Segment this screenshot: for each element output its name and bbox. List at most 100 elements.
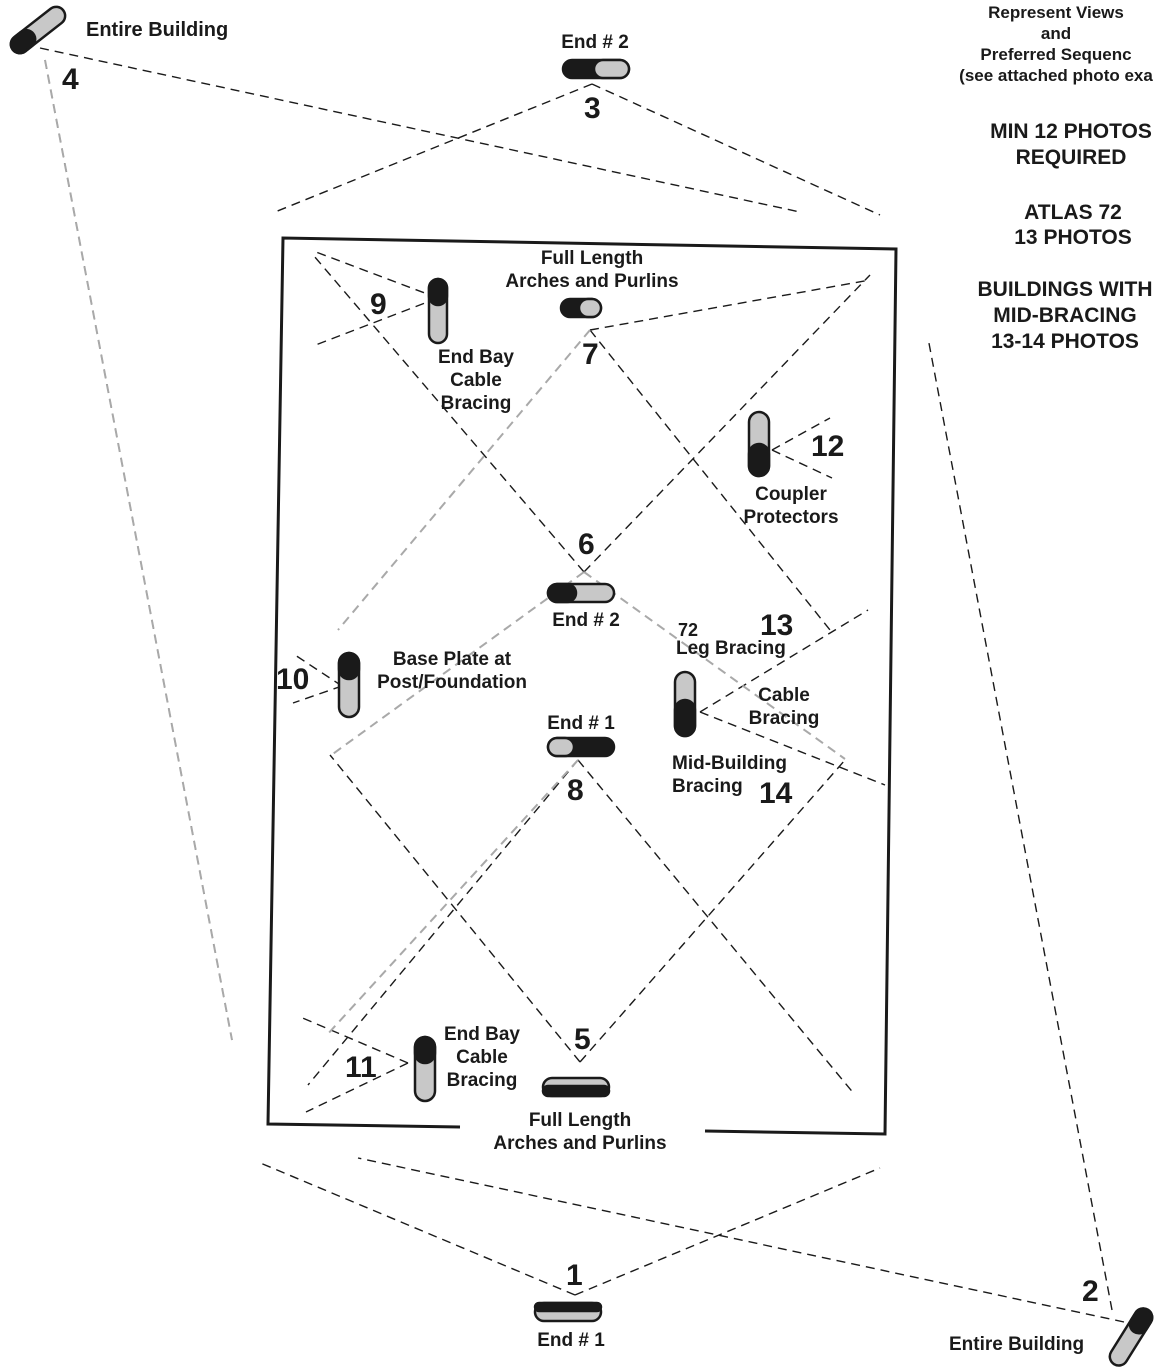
view-line-light — [337, 329, 591, 631]
camera-icon — [747, 410, 771, 478]
view-line — [305, 1062, 409, 1113]
view-line — [257, 1161, 576, 1296]
shot-2-number: 2 — [1082, 1275, 1099, 1308]
shot-12-label: Coupler Protectors — [721, 483, 861, 529]
view-line — [591, 83, 881, 216]
shot-14-label-line: Bracing — [748, 708, 820, 729]
camera-icon — [1108, 1307, 1154, 1367]
shot-11-label: End Bay Cable Bracing — [422, 1023, 542, 1092]
camera-icon — [546, 582, 616, 604]
view-line — [329, 754, 581, 1063]
camera-icon — [673, 670, 697, 738]
mid-bracing-line: BUILDINGS WITH — [977, 278, 1153, 301]
shot-14-label-2: Mid-Building Bracing — [672, 752, 787, 798]
shot-7-label-line: Arches and Purlins — [505, 271, 679, 292]
camera-icon — [541, 1076, 611, 1098]
atlas-line: ATLAS 72 — [1024, 201, 1122, 224]
view-line — [927, 337, 1113, 1311]
shot-14-label-line: Cable — [758, 685, 810, 706]
shot-4-label: Entire Building — [86, 19, 229, 41]
mid-bracing-line: 13-14 PHOTOS — [991, 330, 1139, 353]
shot-11-label-line: Bracing — [446, 1070, 518, 1091]
atlas-line: 13 PHOTOS — [1014, 226, 1132, 249]
views-note-line: and — [1040, 24, 1072, 43]
shot-12-label-line: Coupler — [755, 484, 827, 505]
camera-icon — [413, 1035, 437, 1103]
shot-9-label-line: Bracing — [440, 393, 512, 414]
view-line-light — [44, 59, 233, 1041]
shot-14-label-2-line: Bracing — [672, 776, 743, 797]
view-line — [699, 609, 869, 713]
shot-7-number: 7 — [582, 338, 599, 371]
cameras — [9, 5, 1154, 1367]
views-note-line: Preferred Sequenc — [980, 45, 1132, 64]
shot-13-number: 13 — [760, 609, 794, 642]
shot-10-label-line: Post/Foundation — [377, 672, 527, 693]
shot-11-label-line: Cable — [456, 1047, 508, 1068]
views-note-line: Represent Views — [988, 3, 1124, 22]
building-outline — [266, 236, 898, 1136]
shot-7-label: Full Length Arches and Purlins — [482, 247, 702, 293]
camera-icon — [561, 58, 631, 80]
camera-icon — [546, 736, 616, 758]
view-line — [771, 449, 833, 479]
camera-icon — [559, 297, 603, 319]
view-line — [579, 759, 846, 1063]
shot-5-label: Full Length Arches and Purlins — [470, 1109, 690, 1155]
view-line — [313, 255, 585, 573]
view-line — [315, 251, 439, 299]
views-note-line: (see attached photo exa — [959, 66, 1153, 85]
shot-9-label-line: Cable — [450, 370, 502, 391]
shot-1-label: End # 1 — [537, 1330, 605, 1351]
view-line — [357, 1157, 1125, 1323]
view-line — [274, 83, 593, 213]
shot-10-label: Base Plate at Post/Foundation — [362, 648, 542, 694]
view-line-light — [583, 571, 846, 760]
shot-9-label-line: End Bay — [437, 347, 515, 368]
shot-14-label: Cable Bracing — [729, 684, 839, 730]
shot-14-label-2-line: Mid-Building — [672, 753, 788, 774]
mid-bracing-note: BUILDINGS WITH MID-BRACING 13-14 PHOTOS — [965, 277, 1154, 355]
shot-7-label-line: Full Length — [540, 248, 644, 269]
shot-2-label: Entire Building — [949, 1334, 1085, 1355]
min-photos-line: MIN 12 PHOTOS — [990, 120, 1152, 143]
view-lines-light — [44, 59, 846, 1041]
shot-10-label-line: Base Plate at — [392, 649, 512, 670]
shot-10-number: 10 — [276, 663, 310, 696]
camera-icon — [337, 651, 361, 719]
shot-8-label: End # 1 — [547, 713, 615, 734]
atlas-note: ATLAS 72 13 PHOTOS — [973, 200, 1154, 250]
views-note: Represent Views and Preferred Sequenc (s… — [926, 2, 1154, 86]
shot-13-label: Leg Bracing — [676, 638, 786, 659]
camera-icon — [427, 277, 449, 345]
shot-9-number: 9 — [370, 288, 387, 321]
shot-3-label: End # 2 — [561, 32, 629, 53]
view-line — [577, 759, 856, 1096]
shot-14-number: 14 — [759, 777, 793, 810]
view-line-light — [329, 571, 585, 757]
shot-1-number: 1 — [566, 1259, 583, 1292]
mid-bracing-line: MID-BRACING — [993, 304, 1137, 327]
view-line — [589, 279, 871, 331]
shot-3-number: 3 — [584, 92, 601, 125]
camera-icon — [9, 5, 67, 55]
shot-6-number: 6 — [578, 528, 595, 561]
min-photos-note: MIN 12 PHOTOS REQUIRED — [971, 119, 1154, 171]
shot-5-label-line: Full Length — [528, 1110, 632, 1131]
shot-8-number: 8 — [567, 774, 584, 807]
shot-6-label: End # 2 — [552, 610, 620, 631]
view-line — [39, 47, 801, 213]
view-line-light — [325, 759, 579, 1037]
view-line — [583, 274, 871, 573]
camera-icon — [533, 1301, 603, 1323]
shot-12-number: 12 — [811, 430, 845, 463]
view-line — [699, 711, 886, 786]
shot-5-label-line: Arches and Purlins — [493, 1133, 667, 1154]
view-line — [307, 759, 579, 1086]
view-line — [771, 417, 831, 451]
shot-12-label-line: Protectors — [743, 507, 839, 528]
shot-11-label-line: End Bay — [443, 1024, 521, 1045]
view-line — [574, 1167, 881, 1296]
